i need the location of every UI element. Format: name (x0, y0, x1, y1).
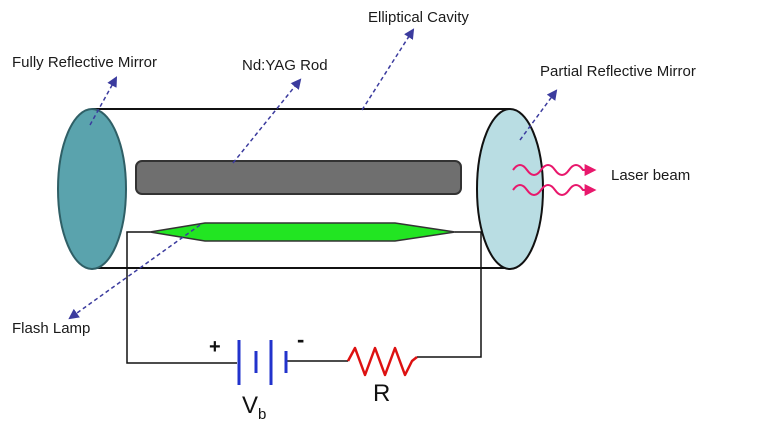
laser-beam-lower (512, 184, 597, 196)
battery-plus-sign: + (209, 336, 221, 358)
label-nd-yag-rod: Nd:YAG Rod (242, 57, 328, 74)
label-flash-lamp: Flash Lamp (12, 320, 91, 337)
label-fully-reflective-mirror: Fully Reflective Mirror (12, 54, 158, 71)
label-partial-reflective-mirror: Partial Reflective Mirror (540, 63, 696, 80)
battery-voltage-symbol: V (242, 392, 259, 419)
battery (237, 340, 288, 385)
battery-minus-sign: - (297, 327, 305, 352)
resistor-label: R (373, 380, 391, 407)
laser-beam-upper (512, 164, 597, 176)
fully-reflective-mirror (57, 108, 127, 270)
flash-lamp (149, 222, 456, 242)
label-laser-beam: Laser beam (611, 167, 691, 184)
pointer-arrow-nd-yag (232, 78, 302, 164)
pointer-arrow-elliptical-cavity (361, 28, 415, 111)
pointer-arrow-fully-reflective (89, 76, 118, 126)
battery-voltage-subscript: b (258, 405, 267, 423)
label-elliptical-cavity: Elliptical Cavity (368, 9, 469, 26)
partial-reflective-mirror (476, 108, 544, 270)
resistor (346, 346, 418, 377)
nd-yag-rod (135, 160, 462, 195)
circuit-wire-left (126, 231, 237, 364)
circuit-wire-right (417, 231, 482, 358)
pointer-arrow-partial-reflective (519, 89, 558, 141)
pointer-arrow-flash-lamp (68, 224, 201, 320)
battery-voltage-label: Vb (242, 392, 266, 423)
